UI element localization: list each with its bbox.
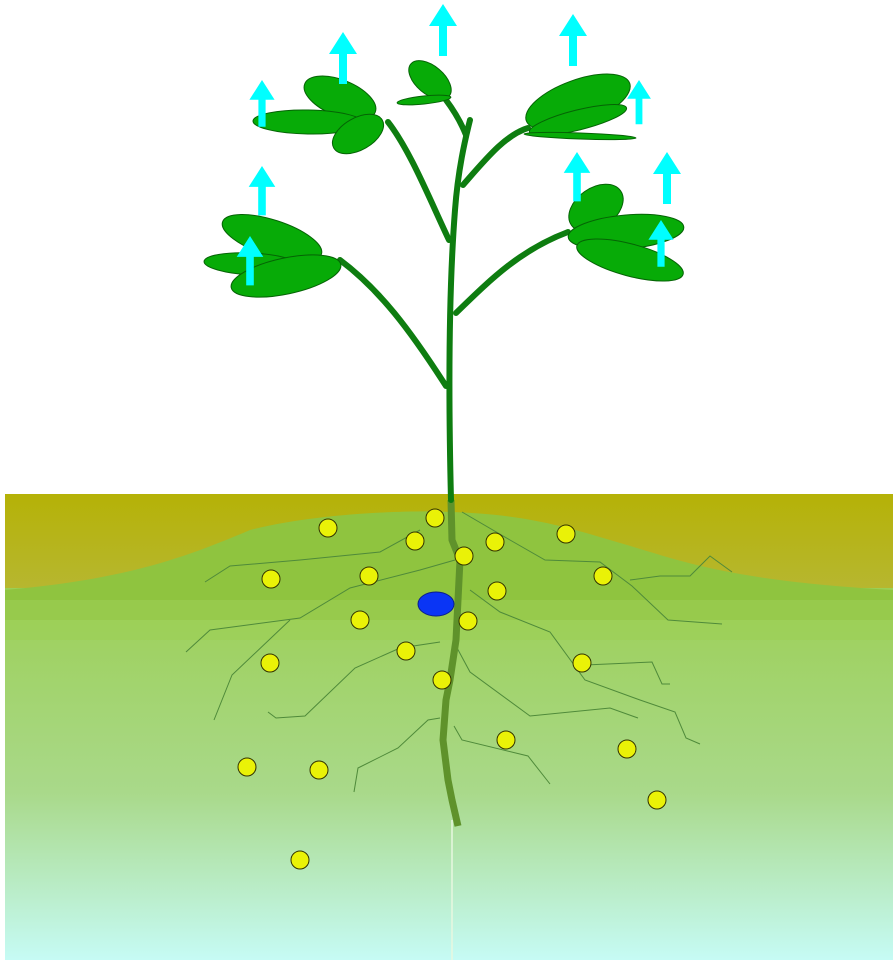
leaf-cluster-top [397, 53, 458, 107]
branch-upper-right [463, 128, 528, 185]
up-arrow-icon [249, 166, 276, 215]
stem-and-branches [340, 100, 568, 500]
leaf-cluster-upper-left [253, 67, 390, 162]
leaf-icon [397, 93, 452, 107]
soil-particle-icon [618, 740, 636, 758]
up-arrow-icon [653, 152, 681, 204]
soil-particle-icon [426, 509, 444, 527]
branch-upper-left [388, 122, 449, 240]
soil-particle-icon [262, 570, 280, 588]
soil-particle-icon [261, 654, 279, 672]
leaf-cluster-lower-left [203, 205, 344, 305]
soil [5, 494, 893, 960]
soil-particle-icon [459, 612, 477, 630]
up-arrow-icon [329, 32, 357, 84]
leaf-cluster-upper-right [519, 63, 637, 142]
branch-lower-right [456, 232, 568, 313]
up-arrow-icon [429, 4, 457, 56]
soil-particle-icon [486, 533, 504, 551]
soil-particle-icon [360, 567, 378, 585]
soil-particle-icon [497, 731, 515, 749]
soil-particle-icon [319, 519, 337, 537]
soil-particle-icon [557, 525, 575, 543]
branch-lower-left [340, 260, 446, 386]
soil-particle-icon [455, 547, 473, 565]
soil-particle-icon [648, 791, 666, 809]
soil-particle-icon [397, 642, 415, 660]
leaves [203, 53, 687, 305]
soil-particle-icon [238, 758, 256, 776]
water-drop-icon [418, 592, 454, 616]
up-arrow-icon [559, 14, 587, 66]
leaf-icon [524, 131, 636, 141]
soil-particle-icon [433, 671, 451, 689]
soil-particle-icon [488, 582, 506, 600]
soil-particle-icon [291, 851, 309, 869]
branch-top [446, 100, 466, 135]
soil-particle-icon [310, 761, 328, 779]
soil-particle-icon [406, 532, 424, 550]
soil-particle-icon [594, 567, 612, 585]
soil-particle-icon [573, 654, 591, 672]
soil-particle-icon [351, 611, 369, 629]
